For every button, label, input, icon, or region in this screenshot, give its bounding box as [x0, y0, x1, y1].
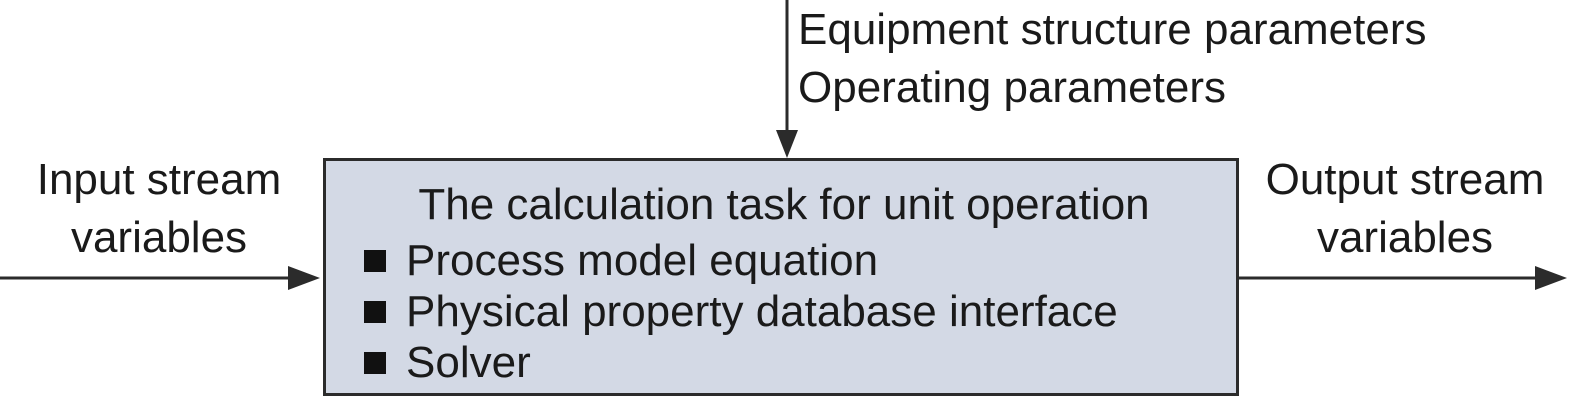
output-stream-label-line2: variables: [1316, 213, 1494, 262]
task-item-list: Process model equation Physical property…: [364, 235, 1118, 388]
task-item-label: Physical property database interface: [406, 286, 1118, 336]
calculation-task-box: The calculation task for unit operation …: [323, 158, 1239, 396]
top-arrow-head: [776, 130, 798, 158]
input-arrow-head: [288, 266, 320, 290]
task-box-title: The calculation task for unit operation: [418, 180, 1150, 229]
input-stream-label-line2: variables: [70, 213, 248, 262]
task-item-solver: Solver: [364, 337, 1118, 388]
input-stream-label-line1: Input stream: [36, 155, 282, 204]
task-item-process-model: Process model equation: [364, 235, 1118, 286]
square-bullet-icon: [364, 351, 386, 374]
output-stream-label-line1: Output stream: [1265, 155, 1545, 204]
task-item-property-database: Physical property database interface: [364, 286, 1118, 337]
top-input-label-structure: Equipment structure parameters: [798, 5, 1427, 54]
square-bullet-icon: [364, 249, 386, 272]
output-arrow-head: [1535, 266, 1567, 290]
square-bullet-icon: [364, 300, 386, 323]
task-item-label: Process model equation: [406, 235, 879, 285]
top-input-label-operating: Operating parameters: [798, 63, 1226, 112]
task-item-label: Solver: [406, 337, 531, 387]
